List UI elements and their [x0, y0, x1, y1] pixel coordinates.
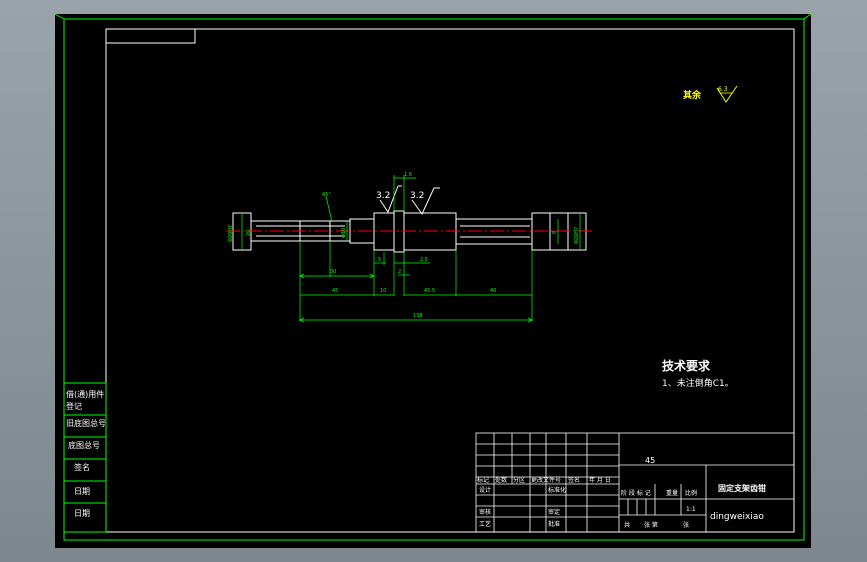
- part-name: 固定支架齿钳: [718, 483, 766, 493]
- dim-chamfer: 45°: [322, 192, 331, 198]
- sheet-no: 张 第: [644, 521, 658, 529]
- dim-small-dia: Φ10: [341, 228, 347, 238]
- dimension-lines: [241, 175, 581, 323]
- dim-total: 138: [413, 313, 423, 319]
- side-label-2: 旧底图总号: [66, 418, 106, 428]
- row-check: 审核: [479, 508, 491, 516]
- tech-req-line1: 1、未注倒角C1。: [662, 377, 734, 389]
- hdr-date: 年 月 日: [589, 476, 611, 484]
- drawing-number: dingweixiao: [710, 512, 764, 522]
- dim-20: 20: [246, 230, 252, 236]
- dim-left-dia: Φ20H7: [228, 225, 234, 242]
- side-label-6: 日期: [74, 509, 90, 518]
- surface-marks: [379, 185, 440, 215]
- dim-10: 10: [380, 288, 386, 294]
- roughness-note-text: 其余: [683, 89, 702, 101]
- row-process: 工艺: [479, 520, 491, 528]
- row-standardization: 标准化: [548, 486, 566, 494]
- dim-45-5: 45.5: [424, 288, 435, 294]
- dim-2: 2: [398, 269, 401, 275]
- dim-top-small: 1.6: [404, 172, 412, 178]
- hdr-sign: 签名: [568, 476, 580, 484]
- material-text: 45: [645, 456, 655, 465]
- corner-mark: [803, 13, 812, 20]
- corner-mark: [54, 13, 65, 20]
- surface-mark-1: 3.2: [376, 191, 390, 201]
- dim-2-5: 2.5: [420, 257, 428, 263]
- sheet-unit: 张: [683, 521, 689, 529]
- side-label-4: 签名: [74, 462, 90, 472]
- row-approve: 审定: [548, 508, 560, 516]
- hdr-zone: 分区: [513, 476, 525, 484]
- inner-border: [105, 28, 795, 533]
- sheet-total: 共: [624, 521, 630, 529]
- side-label-0: 借(通)用件: [66, 389, 104, 399]
- dim-45: 45: [332, 288, 338, 294]
- scale-value: 1:1: [686, 506, 696, 513]
- hdr-mark: 标记: [477, 476, 489, 484]
- side-table: 借(通)用件 登记 旧底图总号 底图总号 签名 日期 日期: [63, 382, 107, 533]
- dim-30: 30: [330, 269, 336, 275]
- weight-label: 重量: [666, 489, 678, 497]
- tech-req-title: 技术要求: [662, 358, 711, 373]
- hdr-change-doc: 更改文件号: [531, 476, 561, 484]
- roughness-value: 6.3: [718, 86, 728, 93]
- side-label-5: 日期: [74, 487, 90, 496]
- dim-right-dia: Φ20H7: [574, 227, 580, 244]
- side-label-3: 底图总号: [68, 440, 100, 450]
- ratio-label: 比例: [685, 489, 697, 497]
- surface-mark-2: 3.2: [410, 191, 424, 201]
- hdr-count: 处数: [495, 476, 507, 484]
- stage-label: 阶 段 标 记: [621, 489, 651, 497]
- drawing-background: [55, 14, 811, 548]
- row-design: 设计: [479, 486, 491, 494]
- title-block: [475, 432, 795, 533]
- code-box: [105, 28, 196, 44]
- dim-40: 40: [490, 288, 496, 294]
- roughness-symbol: 6.3: [716, 85, 738, 103]
- row-ratify: 批准: [548, 520, 560, 528]
- dim-8: 8: [552, 231, 558, 234]
- side-label-1: 登记: [66, 401, 82, 411]
- outer-border: [63, 18, 805, 541]
- dim-5: 5: [378, 257, 381, 263]
